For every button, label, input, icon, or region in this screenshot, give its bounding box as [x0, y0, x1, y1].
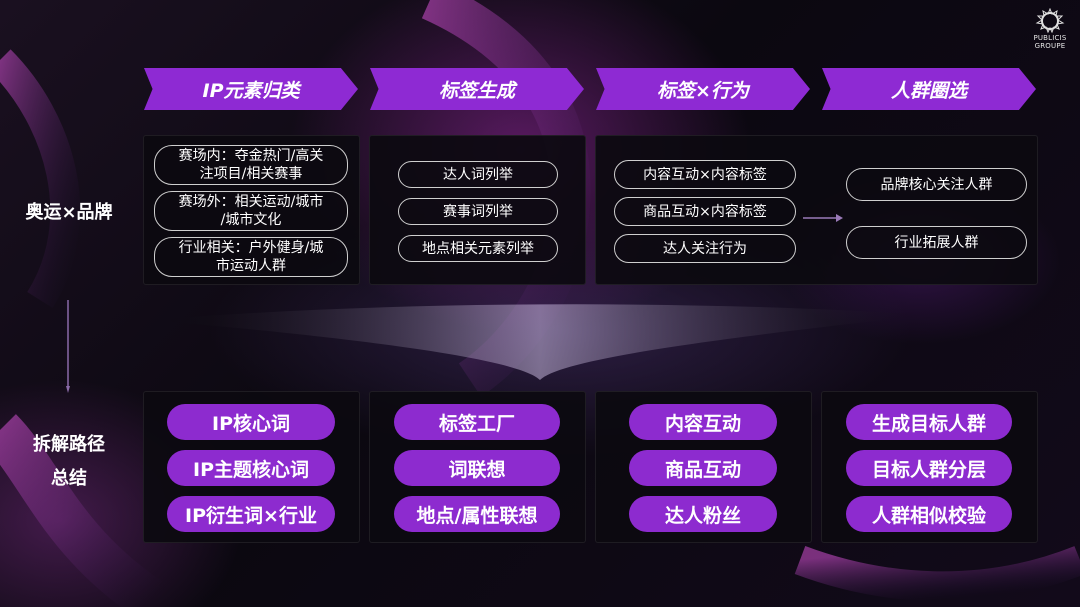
row-label-summary-line2: 总结: [51, 468, 87, 489]
panel-tag-behavior-crowd: 内容互动×内容标签 商品互动×内容标签 达人关注行为 品牌核心关注人群 行业拓展…: [595, 135, 1038, 285]
ip-element-in-venue-line1: 赛场内：夺金热门/高关: [178, 148, 324, 164]
ip-element-off-venue-line2: /城市文化: [220, 212, 282, 228]
summary-generate-target-crowd: 生成目标人群: [846, 404, 1012, 440]
ip-element-industry: 行业相关：户外健身/城市运动人群: [154, 237, 348, 277]
behavior-to-crowd-arrow: [803, 214, 843, 222]
row-label-summary-line1: 拆解路径: [33, 434, 105, 455]
header-tag-generation: 标签生成: [370, 68, 584, 110]
summary-ip-core-words: IP核心词: [167, 404, 335, 440]
ip-element-off-venue-line1: 赛场外：相关运动/城市: [178, 194, 324, 210]
logo-text-line2: GROUPE: [1034, 42, 1066, 50]
logo-text-line1: PUBLICIS: [1033, 34, 1067, 42]
summary-word-association: 词联想: [394, 450, 560, 486]
summary-product-interaction: 商品互动: [629, 450, 777, 486]
ip-element-in-venue-line2: 注项目/相关赛事: [199, 166, 303, 182]
behavior-product-interaction: 商品互动×内容标签: [614, 197, 796, 226]
panel-summary-ip: IP核心词 IP主题核心词 IP衍生词×行业: [143, 391, 360, 543]
summary-content-interaction: 内容互动: [629, 404, 777, 440]
panel-ip-elements: 赛场内：夺金热门/高关注项目/相关赛事 赛场外：相关运动/城市/城市文化 行业相…: [143, 135, 360, 285]
panel-tag-generation: 达人词列举 赛事词列举 地点相关元素列举: [369, 135, 586, 285]
ip-element-in-venue: 赛场内：夺金热门/高关注项目/相关赛事: [154, 145, 348, 185]
ip-element-off-venue: 赛场外：相关运动/城市/城市文化: [154, 191, 348, 231]
ip-element-industry-line1: 行业相关：户外健身/城: [178, 240, 324, 256]
tag-event-words: 赛事词列举: [398, 198, 558, 225]
behavior-content-interaction: 内容互动×内容标签: [614, 160, 796, 189]
summary-ip-derived-words: IP衍生词×行业: [167, 496, 335, 532]
summary-location-attribute-association: 地点/属性联想: [394, 496, 560, 532]
summary-crowd-similarity-check: 人群相似校验: [846, 496, 1012, 532]
tag-location-elements: 地点相关元素列举: [398, 235, 558, 262]
header-ip-classification: IP元素归类: [144, 68, 358, 110]
summary-target-crowd-layering: 目标人群分层: [846, 450, 1012, 486]
crowd-brand-core: 品牌核心关注人群: [846, 168, 1027, 201]
panel-summary-tags: 标签工厂 词联想 地点/属性联想: [369, 391, 586, 543]
tag-influencer-words: 达人词列举: [398, 161, 558, 188]
row-label-olympics-brand: 奥运×品牌: [25, 202, 113, 223]
header-tag-behavior: 标签×行为: [596, 68, 810, 110]
summary-ip-theme-core-words: IP主题核心词: [167, 450, 335, 486]
behavior-influencer-follow: 达人关注行为: [614, 234, 796, 263]
header-crowd-selection: 人群圈选: [822, 68, 1036, 110]
panel-summary-behavior: 内容互动 商品互动 达人粉丝: [595, 391, 812, 543]
ip-element-industry-line2: 市运动人群: [216, 258, 286, 274]
crowd-industry-expansion: 行业拓展人群: [846, 226, 1027, 259]
panel-summary-crowd: 生成目标人群 目标人群分层 人群相似校验: [821, 391, 1038, 543]
summary-influencer-fans: 达人粉丝: [629, 496, 777, 532]
flow-down-arrow: [66, 300, 70, 393]
lion-emblem-icon: [1035, 8, 1065, 34]
summary-tag-factory: 标签工厂: [394, 404, 560, 440]
publicis-groupe-logo: PUBLICIS GROUPE: [1028, 8, 1072, 50]
